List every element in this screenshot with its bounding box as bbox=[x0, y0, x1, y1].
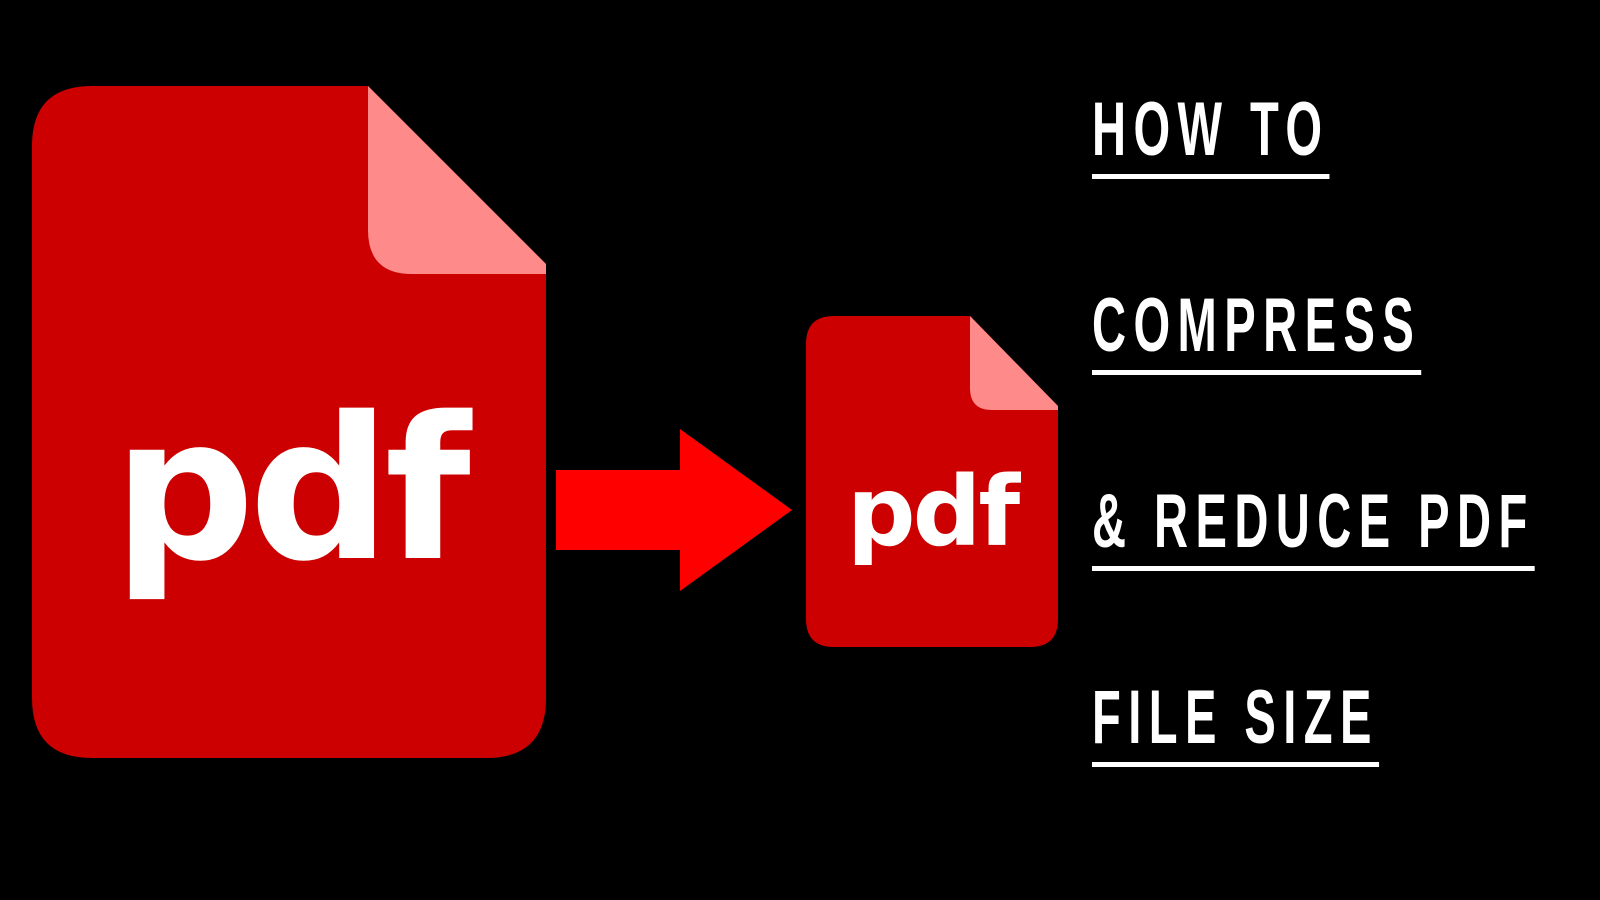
headline-line-2: COMPRESS bbox=[1092, 288, 1422, 375]
headline-line-1: HOW TO bbox=[1092, 92, 1330, 179]
arrow-right-icon bbox=[556, 429, 792, 591]
small-pdf-file-icon: pdf bbox=[806, 316, 1058, 647]
headline-line-4: FILE SIZE bbox=[1092, 680, 1379, 767]
small-pdf-label: pdf bbox=[846, 456, 1020, 568]
headline-line-3: & REDUCE PDF bbox=[1092, 484, 1535, 571]
large-pdf-label: pdf bbox=[113, 374, 471, 605]
headline: HOW TO COMPRESS & REDUCE PDF FILE SIZE bbox=[1092, 92, 1592, 876]
large-pdf-file-icon: pdf bbox=[32, 86, 546, 758]
